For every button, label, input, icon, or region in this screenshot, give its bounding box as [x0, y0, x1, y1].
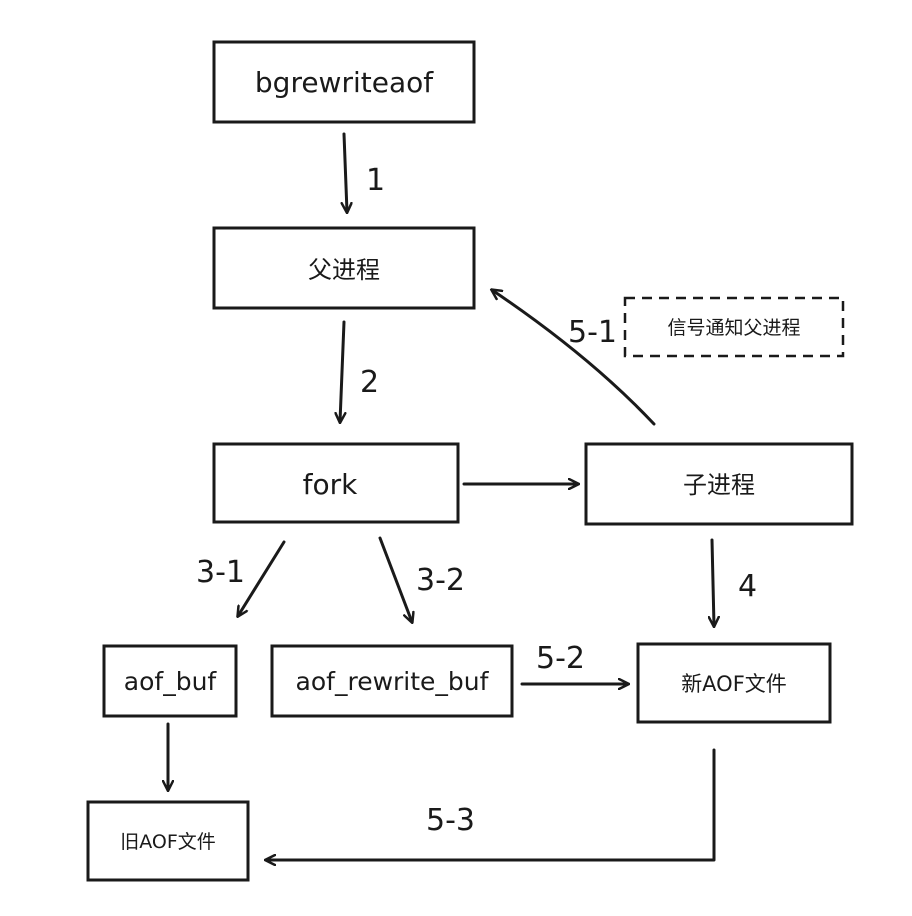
- node-new-aof-file: 新AOF文件: [636, 642, 832, 724]
- node-aof-rewrite-buf-label: aof_rewrite_buf: [296, 667, 490, 696]
- node-new-aof-file-label: 新AOF文件: [681, 672, 787, 696]
- edge-label-3-1: 3-1: [196, 555, 245, 590]
- node-bgrewriteaof-label: bgrewriteaof: [255, 66, 434, 99]
- arrow-child-to-new-aof: [712, 538, 714, 626]
- arrow-child-to-parent: [492, 290, 656, 426]
- node-signal-parent: 信号通知父进程: [623, 296, 845, 358]
- node-aof-buf: aof_buf: [102, 644, 238, 718]
- arrow-fork-to-aof-rewrite-buf: [378, 536, 412, 622]
- arrow-bgrewriteaof-to-parent: [344, 132, 347, 212]
- edge-label-4: 4: [738, 569, 757, 604]
- node-aof-rewrite-buf: aof_rewrite_buf: [270, 644, 514, 718]
- node-child-process-label: 子进程: [683, 471, 755, 499]
- node-parent-process-label: 父进程: [308, 256, 380, 284]
- node-fork: fork: [212, 442, 460, 524]
- node-old-aof-file: 旧AOF文件: [86, 800, 250, 882]
- node-bgrewriteaof: bgrewriteaof: [212, 40, 476, 124]
- arrow-fork-to-aof-buf: [238, 540, 286, 616]
- edge-label-3-2: 3-2: [416, 563, 465, 598]
- node-parent-process: 父进程: [212, 226, 476, 310]
- node-child-process: 子进程: [584, 442, 854, 526]
- arrow-parent-to-fork: [340, 320, 344, 422]
- edge-label-1: 1: [366, 163, 385, 198]
- arrow-new-aof-to-old-aof: [266, 748, 716, 860]
- edge-label-5-2: 5-2: [536, 641, 585, 676]
- edge-label-2: 2: [360, 365, 379, 400]
- node-old-aof-file-label: 旧AOF文件: [120, 831, 216, 853]
- node-fork-label: fork: [303, 468, 359, 501]
- edge-label-5-1: 5-1: [568, 315, 617, 350]
- edge-label-5-3: 5-3: [426, 803, 475, 838]
- node-signal-parent-label: 信号通知父进程: [667, 317, 800, 339]
- node-aof-buf-label: aof_buf: [124, 667, 218, 696]
